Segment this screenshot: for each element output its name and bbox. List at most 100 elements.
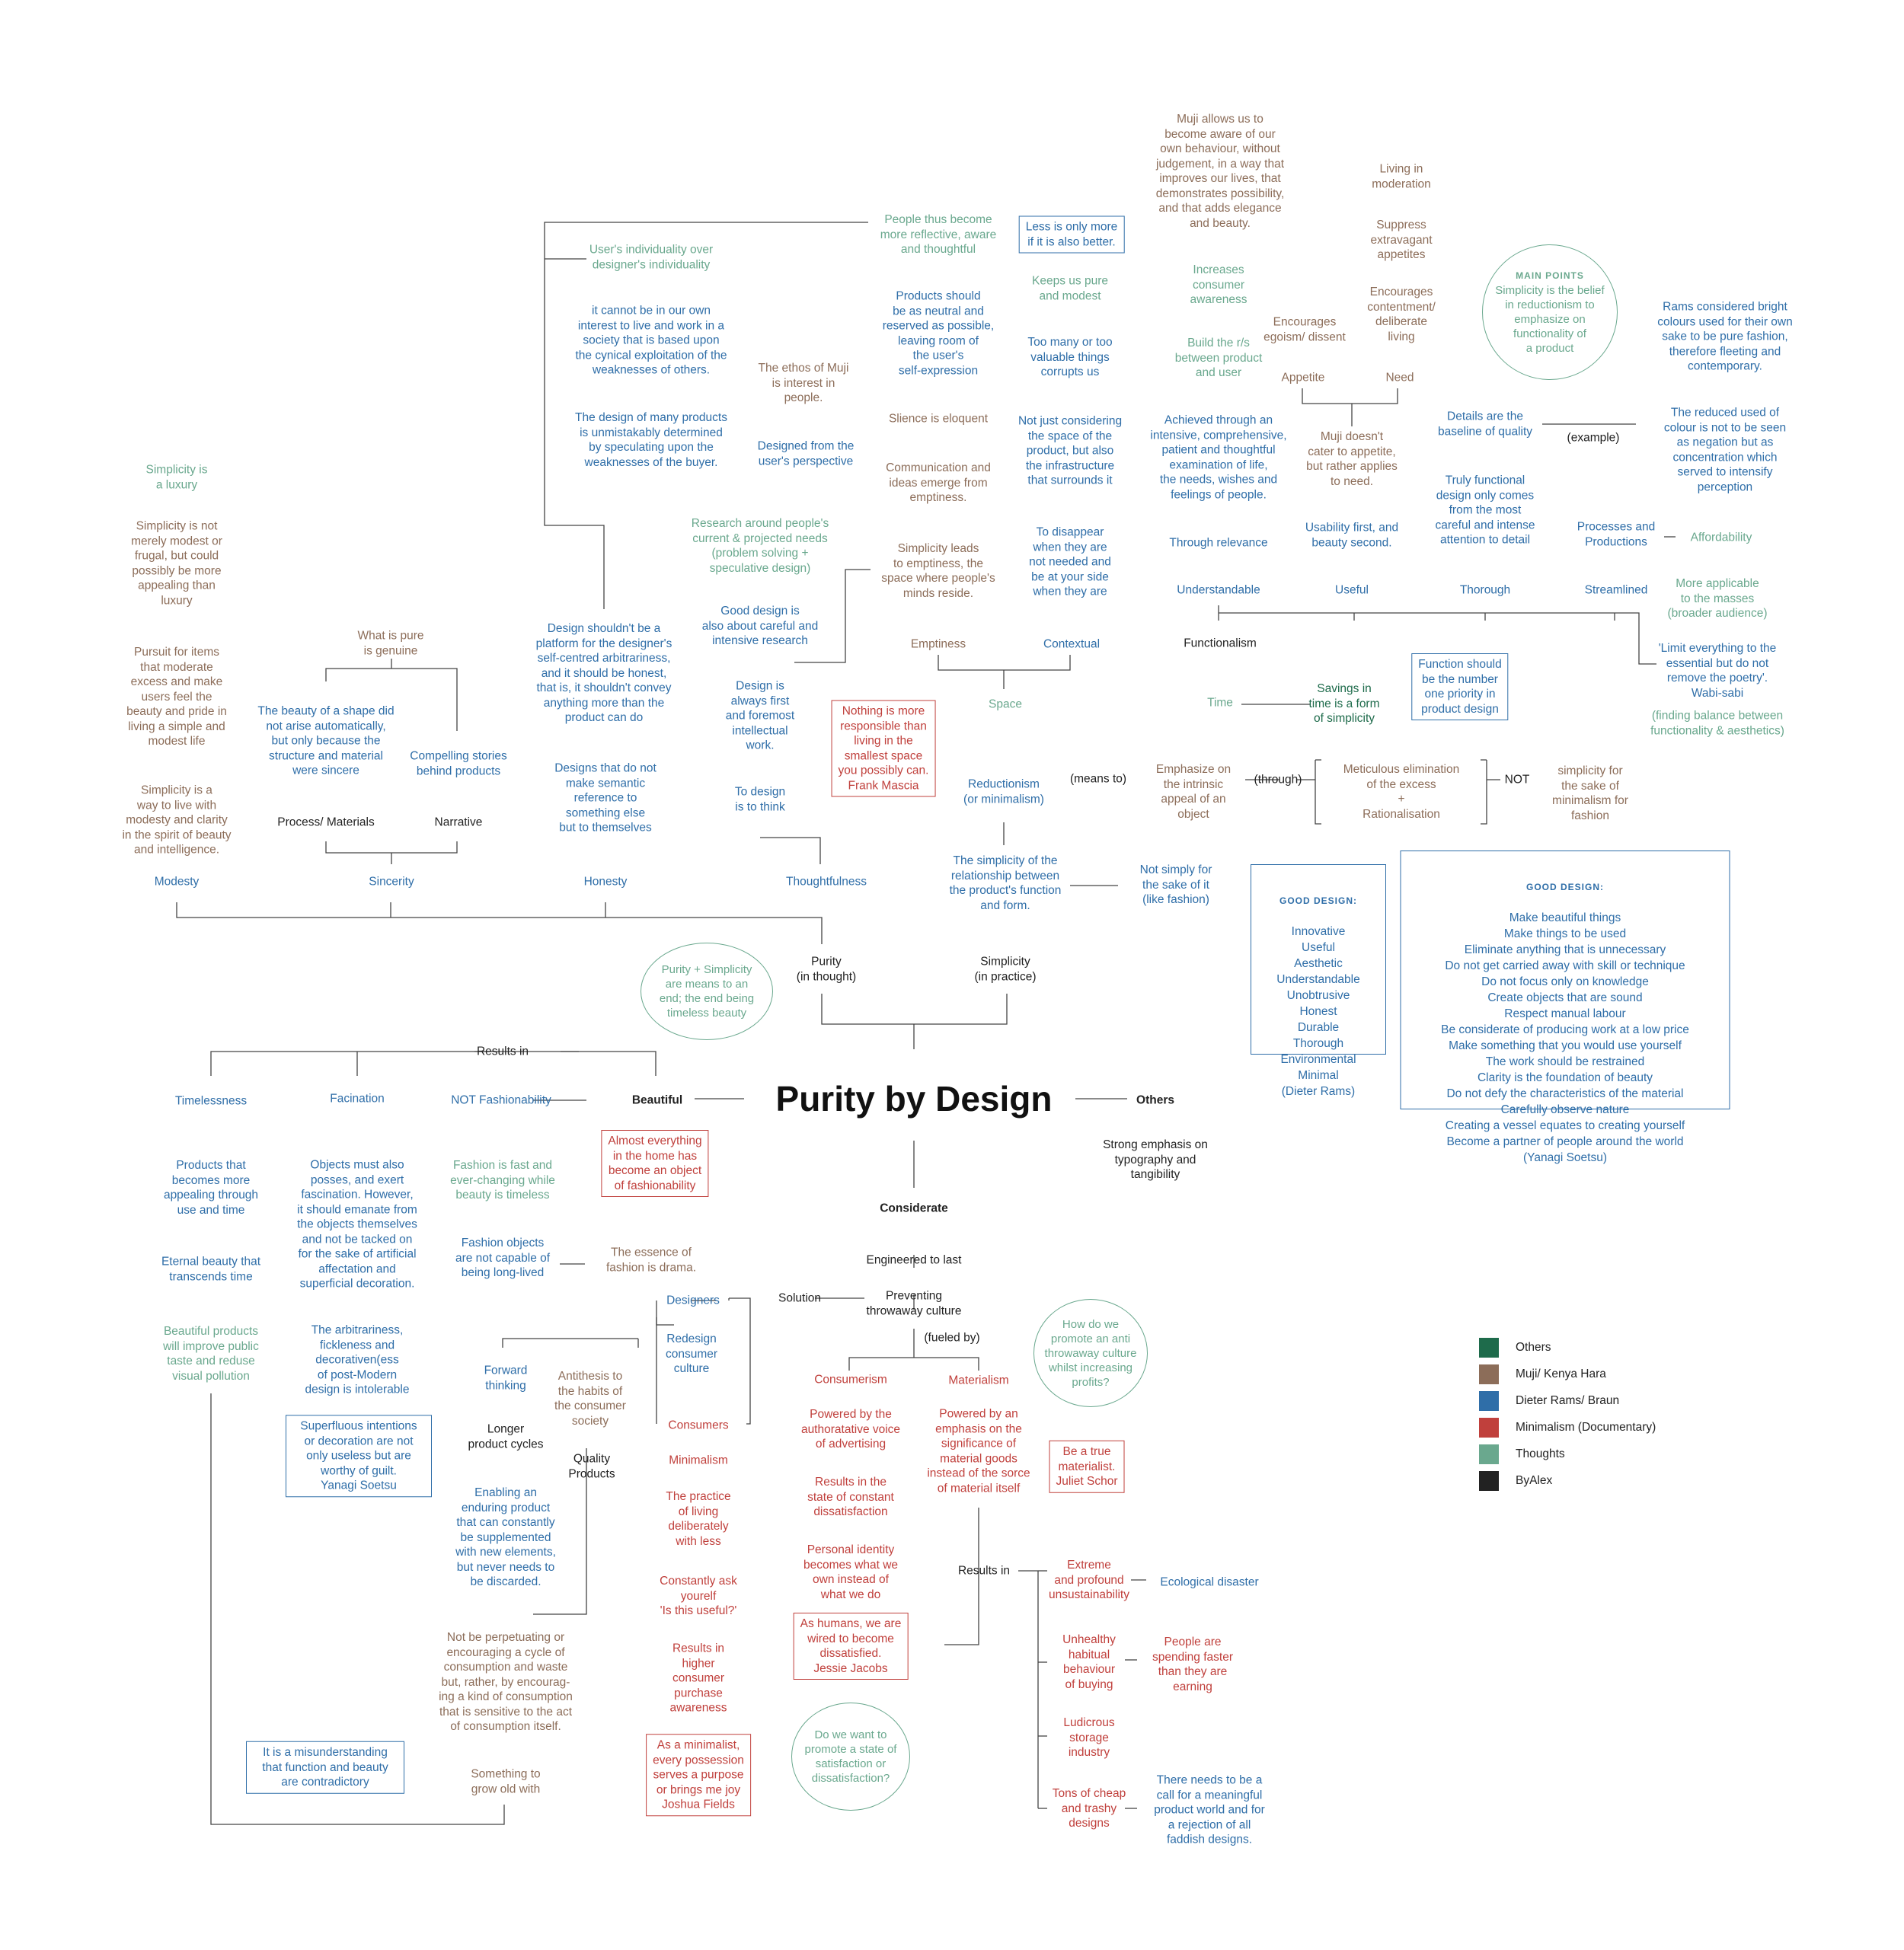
through: (through) bbox=[1254, 773, 1302, 787]
limit-everything: 'Limit everything to the essential but d… bbox=[1658, 642, 1777, 700]
practice-living: The practice of living deliberately with… bbox=[666, 1490, 731, 1548]
facination: Facination bbox=[330, 1092, 385, 1106]
legend-label: ByAlex bbox=[1516, 1474, 1553, 1487]
simplicity-not-merely: Simplicity is not merely modest or fruga… bbox=[131, 519, 222, 608]
need: Need bbox=[1385, 371, 1414, 385]
sincerity: Sincerity bbox=[369, 875, 414, 889]
good-design-rams-heading: GOOD DESIGN: bbox=[1279, 895, 1357, 906]
ludicrous-storage: Ludicrous storage industry bbox=[1063, 1715, 1115, 1759]
designs-semantic: Designs that do not make semantic refere… bbox=[554, 761, 656, 835]
designed-from: Designed from the user's perspective bbox=[757, 439, 855, 468]
consumerism: Consumerism bbox=[814, 1373, 887, 1387]
not-perpetuating: Not be perpetuating or encouraging a cyc… bbox=[439, 1630, 573, 1733]
legend-swatch bbox=[1479, 1391, 1499, 1411]
legend-label: Thoughts bbox=[1516, 1447, 1565, 1460]
appetite: Appetite bbox=[1281, 371, 1325, 385]
legend-item: Dieter Rams/ Braun bbox=[1479, 1391, 1619, 1411]
compelling-stories: Compelling stories behind products bbox=[410, 749, 507, 778]
others: Others bbox=[1136, 1093, 1174, 1107]
not-in-interest: it cannot be in our own interest to live… bbox=[575, 304, 727, 377]
usability-first: Usability first, and beauty second. bbox=[1305, 521, 1399, 550]
silence-eloquent: Slience is eloquent bbox=[888, 412, 989, 426]
example: (example) bbox=[1567, 431, 1620, 445]
pursuit-items: Pursuit for items that moderate excess a… bbox=[126, 645, 227, 748]
through-relevance: Through relevance bbox=[1169, 536, 1268, 550]
strong-emphasis: Strong emphasis on typography and tangib… bbox=[1103, 1138, 1208, 1181]
timelessness: Timelessness bbox=[174, 1094, 248, 1108]
fashion-objects: Fashion objects are not capable of being… bbox=[455, 1236, 551, 1279]
savings-time: Savings in time is a form of simplicity bbox=[1308, 681, 1380, 725]
quote-frank-mascia: Nothing is more responsible than living … bbox=[831, 700, 936, 797]
narrative: Narrative bbox=[434, 815, 483, 829]
consumers: Consumers bbox=[668, 1419, 729, 1432]
emphasize-intrinsic: Emphasize on the intrinsic appeal of an … bbox=[1155, 763, 1232, 821]
finding-balance: (finding balance between functionality &… bbox=[1650, 709, 1784, 738]
time: Time bbox=[1207, 696, 1233, 710]
emptiness: Emptiness bbox=[910, 637, 966, 651]
more-applicable: More applicable to the masses (broader a… bbox=[1667, 576, 1768, 620]
considerate: Considerate bbox=[880, 1202, 948, 1215]
understandable: Understandable bbox=[1177, 583, 1260, 597]
reductionism: Reductionism (or minimalism) bbox=[963, 777, 1044, 806]
good-design-also: Good design is also about careful and in… bbox=[701, 604, 819, 647]
true-materialist-box: Be a true materialist. Juliet Schor bbox=[1049, 1440, 1125, 1493]
legend-item: Thoughts bbox=[1479, 1444, 1565, 1464]
simplicity-relationship: The simplicity of the relationship betwe… bbox=[949, 854, 1062, 912]
simplicity-luxury: Simplicity is a luxury bbox=[145, 463, 208, 492]
legend-swatch bbox=[1479, 1471, 1499, 1491]
results-in: Results in bbox=[476, 1045, 529, 1058]
fashion-fast: Fashion is fast and ever-changing while … bbox=[450, 1158, 555, 1202]
products-becomes: Products that becomes more appealing thr… bbox=[163, 1159, 259, 1217]
something-grow: Something to grow old with bbox=[471, 1767, 541, 1796]
function-priority-box: Function should be the number one priori… bbox=[1411, 653, 1509, 720]
designers: Designers bbox=[666, 1294, 720, 1307]
fueled-by: (fueled by) bbox=[924, 1331, 980, 1345]
thorough: Thorough bbox=[1459, 583, 1511, 597]
good-design-soetsu-heading: GOOD DESIGN: bbox=[1525, 881, 1604, 892]
rams-bright: Rams considered bright colours used for … bbox=[1657, 300, 1793, 373]
living-moderation: Living in moderation bbox=[1372, 162, 1431, 191]
purity-simplicity-circle: Purity + Simplicity are means to an end;… bbox=[641, 943, 773, 1040]
products-neutral: Products should be as neutral and reserv… bbox=[882, 289, 995, 378]
redesign-consumer: Redesign consumer culture bbox=[665, 1332, 718, 1375]
arbitrariness: The arbitrariness, fickleness and decora… bbox=[305, 1323, 410, 1396]
call-meaningful: There needs to be a call for a meaningfu… bbox=[1154, 1773, 1265, 1846]
simplicity: Simplicity (in practice) bbox=[974, 955, 1037, 984]
good-design-rams-list: Innovative Useful Aesthetic Understandab… bbox=[1276, 924, 1360, 1098]
superfluous-box: Superfluous intentions or decoration are… bbox=[286, 1415, 432, 1497]
quality-products: Quality Products bbox=[568, 1452, 615, 1481]
thoughtfulness: Thoughtfulness bbox=[786, 875, 867, 889]
people-spending: People are spending faster than they are… bbox=[1152, 1636, 1233, 1693]
less-only-more-box: Less is only more if it is also better. bbox=[1018, 215, 1125, 254]
objects-must: Objects must also posses, and exert fasc… bbox=[297, 1158, 417, 1291]
simplicity-way: Simplicity is a way to live with modesty… bbox=[122, 784, 232, 857]
to-disappear: To disappear when they are not needed an… bbox=[1029, 525, 1111, 598]
extreme-profound: Extreme and profound unsustainability bbox=[1049, 1558, 1129, 1601]
legend-label: Dieter Rams/ Braun bbox=[1516, 1394, 1620, 1407]
as-minimalist-box: As a minimalist, every possession serves… bbox=[646, 1734, 751, 1816]
not-fashionability: NOT Fashionability bbox=[451, 1093, 551, 1107]
space: Space bbox=[989, 697, 1022, 711]
results-in-lower: Results in bbox=[957, 1564, 1011, 1578]
good-design-rams-box: GOOD DESIGN: Innovative Useful Aesthetic… bbox=[1251, 864, 1386, 1098]
essence-fashion: The essence of fashion is drama. bbox=[605, 1246, 697, 1275]
legend-item: ByAlex bbox=[1479, 1471, 1552, 1491]
encourages-egoism: Encourages egoism/ dissent bbox=[1263, 315, 1346, 344]
materialism: Materialism bbox=[948, 1374, 1009, 1387]
engineered-last: Engineered to last bbox=[866, 1253, 962, 1267]
antithesis: Antithesis to the habits of the consumer… bbox=[554, 1370, 626, 1428]
not-label: NOT bbox=[1504, 773, 1530, 787]
personal-identity: Personal identity becomes what we own in… bbox=[803, 1543, 899, 1601]
increases-awareness: Increases consumer awareness bbox=[1190, 263, 1248, 306]
research-around: Research around people's current & proje… bbox=[691, 517, 829, 575]
modesty: Modesty bbox=[154, 875, 200, 889]
beauty-shape: The beauty of a shape did not arise auto… bbox=[257, 704, 395, 777]
legend-swatch bbox=[1479, 1444, 1499, 1464]
process-materials: Process/ Materials bbox=[277, 815, 375, 829]
what-pure: What is pure is genuine bbox=[357, 629, 424, 658]
tons-cheap: Tons of cheap and trashy designs bbox=[1052, 1786, 1126, 1830]
results-dissatisfaction: Results in the state of constant dissati… bbox=[807, 1475, 894, 1518]
muji-aware: Muji allows us to become aware of our ow… bbox=[1155, 113, 1285, 230]
